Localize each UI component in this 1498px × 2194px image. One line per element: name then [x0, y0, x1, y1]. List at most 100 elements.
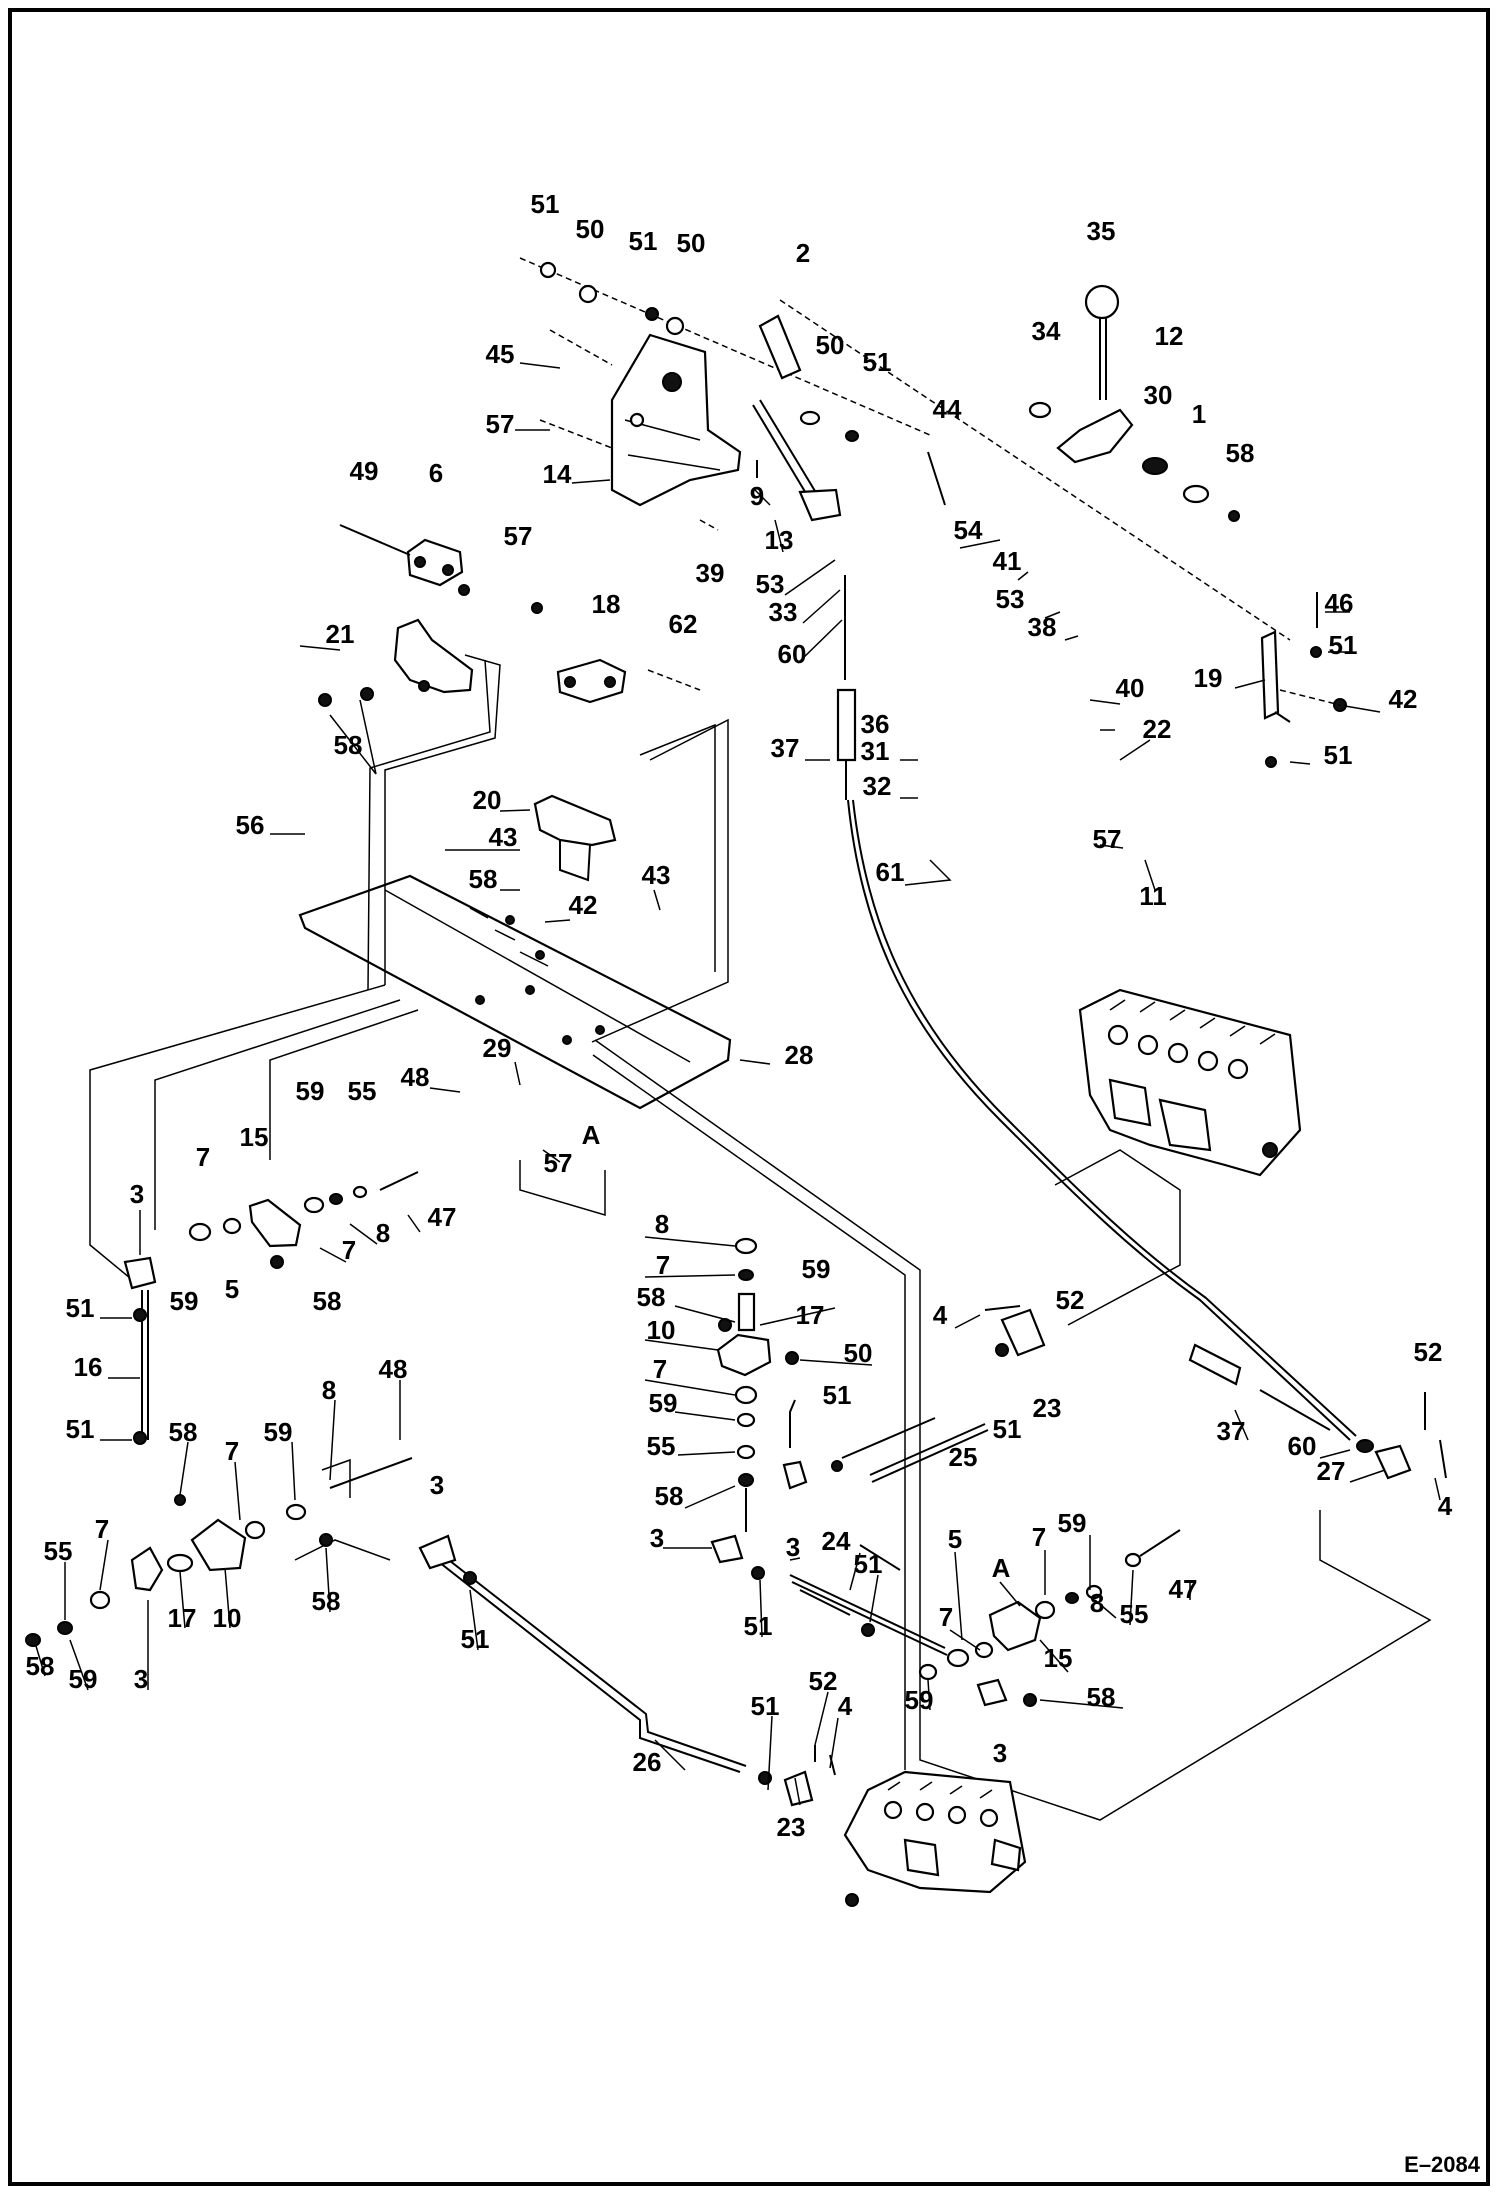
- drawing-border: [8, 8, 1490, 2186]
- callout-5: 5: [225, 1274, 239, 1304]
- callout-29: 29: [483, 1033, 512, 1063]
- callout-27: 27: [1317, 1456, 1346, 1486]
- callout-60: 60: [1288, 1431, 1317, 1461]
- callout-41: 41: [993, 546, 1022, 576]
- bracket-hardware-line: [519, 257, 946, 531]
- callout-58: 58: [26, 1651, 55, 1681]
- callout-62: 62: [669, 609, 698, 639]
- callout-50: 50: [677, 228, 706, 258]
- right-linkage: [918, 1305, 1181, 1707]
- callout-10: 10: [213, 1603, 242, 1633]
- callout-58: 58: [313, 1286, 342, 1316]
- callout-42: 42: [1389, 684, 1418, 714]
- callout-3: 3: [650, 1523, 664, 1553]
- callout-10: 10: [647, 1315, 676, 1345]
- callout-57: 57: [504, 521, 533, 551]
- callout-51: 51: [1324, 740, 1353, 770]
- mounting-plate-28: [298, 874, 732, 1110]
- callout-25: 25: [949, 1442, 978, 1472]
- callout-4: 4: [1438, 1491, 1453, 1521]
- callout-60: 60: [778, 639, 807, 669]
- callout-57: 57: [486, 409, 515, 439]
- callout-3: 3: [430, 1470, 444, 1500]
- callout-51: 51: [629, 226, 658, 256]
- callout-43: 43: [489, 822, 518, 852]
- callout-8: 8: [655, 1209, 669, 1239]
- pivot-bracket-6: [339, 524, 543, 614]
- bracket-20: [533, 794, 617, 882]
- control-valve-lower: [843, 1770, 1027, 1907]
- callout-59: 59: [264, 1417, 293, 1447]
- callout-51: 51: [1329, 630, 1358, 660]
- callout-55: 55: [1120, 1599, 1149, 1629]
- callout-6: 6: [429, 458, 443, 488]
- callout-48: 48: [379, 1354, 408, 1384]
- callout-59: 59: [905, 1685, 934, 1715]
- callout-44: 44: [933, 394, 962, 424]
- callout-59: 59: [802, 1254, 831, 1284]
- callout-59: 59: [69, 1664, 98, 1694]
- callout-48: 48: [401, 1062, 430, 1092]
- callout-33: 33: [769, 597, 798, 627]
- callout-59: 59: [170, 1286, 199, 1316]
- callout-21: 21: [326, 619, 355, 649]
- callout-5: 5: [948, 1524, 962, 1554]
- callout-7: 7: [656, 1250, 670, 1280]
- callout-8: 8: [376, 1218, 390, 1248]
- callout-57: 57: [544, 1148, 573, 1178]
- callout-16: 16: [74, 1352, 103, 1382]
- tie-rods: [418, 1423, 989, 1807]
- callout-3: 3: [134, 1664, 148, 1694]
- callout-11: 11: [1139, 881, 1167, 911]
- callout-22: 22: [1143, 714, 1172, 744]
- callout-51: 51: [993, 1414, 1022, 1444]
- callout-A: A: [582, 1120, 601, 1150]
- callout-20: 20: [473, 785, 502, 815]
- callout-47: 47: [428, 1202, 457, 1232]
- callout-4: 4: [933, 1300, 948, 1330]
- callout-7: 7: [653, 1354, 667, 1384]
- callout-58: 58: [637, 1282, 666, 1312]
- callout-51: 51: [66, 1293, 95, 1323]
- callout-30: 30: [1144, 380, 1173, 410]
- callout-1: 1: [1192, 399, 1206, 429]
- callout-13: 13: [765, 525, 794, 555]
- callout-58: 58: [1087, 1682, 1116, 1712]
- callout-51: 51: [531, 189, 560, 219]
- callout-28: 28: [785, 1040, 814, 1070]
- callout-8: 8: [1090, 1588, 1104, 1618]
- callout-26: 26: [633, 1747, 662, 1777]
- center-linkage: [710, 1237, 936, 1637]
- callout-4: 4: [838, 1691, 853, 1721]
- callout-52: 52: [1414, 1337, 1443, 1367]
- callout-19: 19: [1194, 663, 1223, 693]
- callout-36: 36: [861, 709, 890, 739]
- callout-51: 51: [66, 1414, 95, 1444]
- drawing-number: E–2084: [1404, 2152, 1481, 2177]
- callout-58: 58: [1226, 438, 1255, 468]
- leader-lines: [35, 362, 1441, 1806]
- callout-15: 15: [240, 1122, 269, 1152]
- callout-7: 7: [1032, 1522, 1046, 1552]
- joystick-lever-12: [1028, 284, 1240, 522]
- callout-52: 52: [809, 1666, 838, 1696]
- lever-13: [752, 399, 842, 522]
- callout-A: A: [992, 1553, 1011, 1583]
- callout-32: 32: [863, 771, 892, 801]
- callout-7: 7: [939, 1602, 953, 1632]
- callout-47: 47: [1169, 1574, 1198, 1604]
- callout-58: 58: [655, 1481, 684, 1511]
- callout-59: 59: [1058, 1508, 1087, 1538]
- callout-57: 57: [1093, 824, 1122, 854]
- callout-7: 7: [342, 1235, 356, 1265]
- callout-51: 51: [461, 1624, 490, 1654]
- routing-outlines: [89, 654, 1432, 1821]
- callout-50: 50: [816, 330, 845, 360]
- callout-12: 12: [1155, 321, 1184, 351]
- callout-53: 53: [756, 569, 785, 599]
- callout-24: 24: [822, 1526, 851, 1556]
- callout-51: 51: [823, 1380, 852, 1410]
- linework: [25, 257, 1447, 1907]
